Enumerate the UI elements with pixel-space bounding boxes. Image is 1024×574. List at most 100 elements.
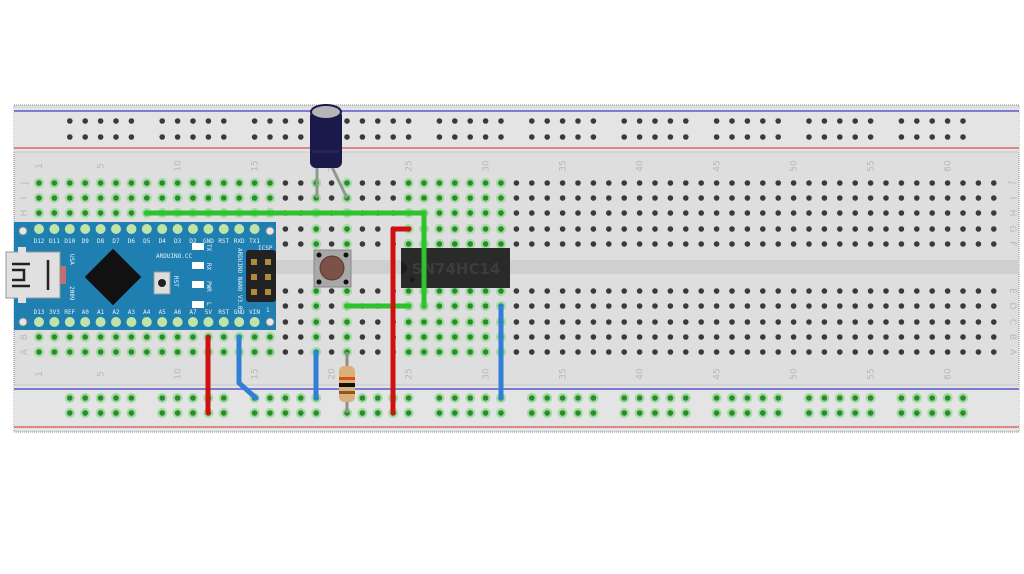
arduino-pin-pad[interactable] [172, 317, 183, 327]
breadboard-hole[interactable] [775, 226, 781, 232]
breadboard-hole[interactable] [513, 241, 520, 247]
breadboard-hole[interactable] [375, 395, 381, 401]
breadboard-hole[interactable] [713, 303, 720, 309]
breadboard-hole[interactable] [113, 210, 119, 216]
breadboard-hole[interactable] [713, 334, 720, 340]
breadboard-hole[interactable] [498, 134, 504, 140]
breadboard-hole[interactable] [375, 226, 381, 232]
blue-wire-gnd-to-rail[interactable] [236, 334, 259, 401]
breadboard-hole[interactable] [205, 118, 212, 124]
breadboard-hole[interactable] [97, 134, 104, 140]
breadboard-hole[interactable] [944, 118, 951, 124]
breadboard-hole[interactable] [390, 195, 397, 201]
breadboard-hole[interactable] [82, 134, 88, 140]
breadboard-hole[interactable] [683, 319, 689, 325]
breadboard-hole[interactable] [729, 319, 735, 325]
breadboard-hole[interactable] [529, 210, 535, 216]
breadboard-hole[interactable] [852, 395, 858, 401]
breadboard-hole[interactable] [498, 288, 504, 294]
breadboard-hole[interactable] [313, 241, 320, 247]
breadboard-hole[interactable] [806, 195, 812, 201]
breadboard-hole[interactable] [82, 210, 88, 216]
arduino-pin-pad[interactable] [203, 317, 214, 327]
breadboard-hole[interactable] [898, 118, 905, 124]
breadboard-hole[interactable] [760, 395, 766, 401]
breadboard-hole[interactable] [544, 288, 550, 294]
breadboard-hole[interactable] [590, 395, 597, 401]
breadboard-hole[interactable] [421, 349, 427, 355]
breadboard-hole[interactable] [914, 334, 920, 340]
breadboard-hole[interactable] [436, 303, 443, 309]
arduino-pin-pad[interactable] [80, 224, 91, 234]
breadboard-hole[interactable] [359, 349, 366, 355]
breadboard-hole[interactable] [575, 395, 581, 401]
breadboard-hole[interactable] [452, 349, 458, 355]
breadboard-hole[interactable] [806, 180, 812, 186]
breadboard-hole[interactable] [236, 180, 242, 186]
breadboard-hole[interactable] [159, 134, 165, 140]
breadboard-hole[interactable] [282, 195, 289, 201]
breadboard-hole[interactable] [744, 349, 751, 355]
breadboard-hole[interactable] [991, 334, 997, 340]
breadboard-hole[interactable] [652, 349, 658, 355]
breadboard-hole[interactable] [267, 195, 273, 201]
breadboard-hole[interactable] [405, 349, 412, 355]
breadboard-hole[interactable] [267, 334, 273, 340]
breadboard-hole[interactable] [267, 118, 273, 124]
breadboard-hole[interactable] [36, 195, 42, 201]
breadboard-hole[interactable] [498, 195, 504, 201]
breadboard-hole[interactable] [559, 180, 566, 186]
breadboard-hole[interactable] [667, 319, 674, 325]
breadboard-hole[interactable] [298, 288, 304, 294]
breadboard-hole[interactable] [328, 334, 335, 340]
breadboard-hole[interactable] [975, 226, 982, 232]
breadboard-hole[interactable] [960, 288, 966, 294]
breadboard-hole[interactable] [713, 349, 720, 355]
breadboard-hole[interactable] [375, 134, 381, 140]
breadboard-hole[interactable] [436, 195, 443, 201]
breadboard-hole[interactable] [375, 410, 381, 416]
breadboard-hole[interactable] [929, 288, 935, 294]
breadboard-hole[interactable] [729, 210, 735, 216]
breadboard-hole[interactable] [683, 134, 689, 140]
breadboard-hole[interactable] [991, 195, 997, 201]
breadboard-hole[interactable] [606, 210, 612, 216]
breadboard-hole[interactable] [867, 303, 874, 309]
breadboard-hole[interactable] [652, 195, 658, 201]
breadboard-hole[interactable] [421, 195, 427, 201]
breadboard-hole[interactable] [359, 288, 366, 294]
breadboard-hole[interactable] [929, 118, 935, 124]
breadboard-hole[interactable] [775, 349, 781, 355]
breadboard-hole[interactable] [559, 118, 566, 124]
breadboard-hole[interactable] [944, 349, 951, 355]
breadboard-hole[interactable] [683, 334, 689, 340]
breadboard-hole[interactable] [544, 349, 550, 355]
breadboard-hole[interactable] [559, 334, 566, 340]
breadboard-hole[interactable] [975, 303, 982, 309]
breadboard-hole[interactable] [144, 349, 150, 355]
breadboard-hole[interactable] [898, 319, 905, 325]
breadboard-hole[interactable] [529, 195, 535, 201]
breadboard-hole[interactable] [190, 410, 196, 416]
breadboard-hole[interactable] [636, 118, 643, 124]
breadboard-hole[interactable] [575, 134, 581, 140]
breadboard-hole[interactable] [559, 195, 566, 201]
breadboard-hole[interactable] [128, 134, 135, 140]
breadboard-hole[interactable] [621, 118, 627, 124]
breadboard-hole[interactable] [405, 241, 412, 247]
breadboard-hole[interactable] [667, 334, 674, 340]
breadboard-hole[interactable] [298, 180, 304, 186]
breadboard-hole[interactable] [559, 349, 566, 355]
breadboard-hole[interactable] [960, 134, 966, 140]
breadboard-hole[interactable] [713, 134, 720, 140]
breadboard-hole[interactable] [405, 118, 412, 124]
breadboard-hole[interactable] [960, 395, 966, 401]
breadboard-hole[interactable] [821, 349, 828, 355]
breadboard-hole[interactable] [344, 226, 350, 232]
breadboard-hole[interactable] [621, 334, 627, 340]
breadboard-hole[interactable] [405, 334, 412, 340]
breadboard-hole[interactable] [683, 410, 689, 416]
breadboard-hole[interactable] [251, 334, 258, 340]
breadboard-hole[interactable] [298, 195, 304, 201]
breadboard-hole[interactable] [298, 226, 304, 232]
